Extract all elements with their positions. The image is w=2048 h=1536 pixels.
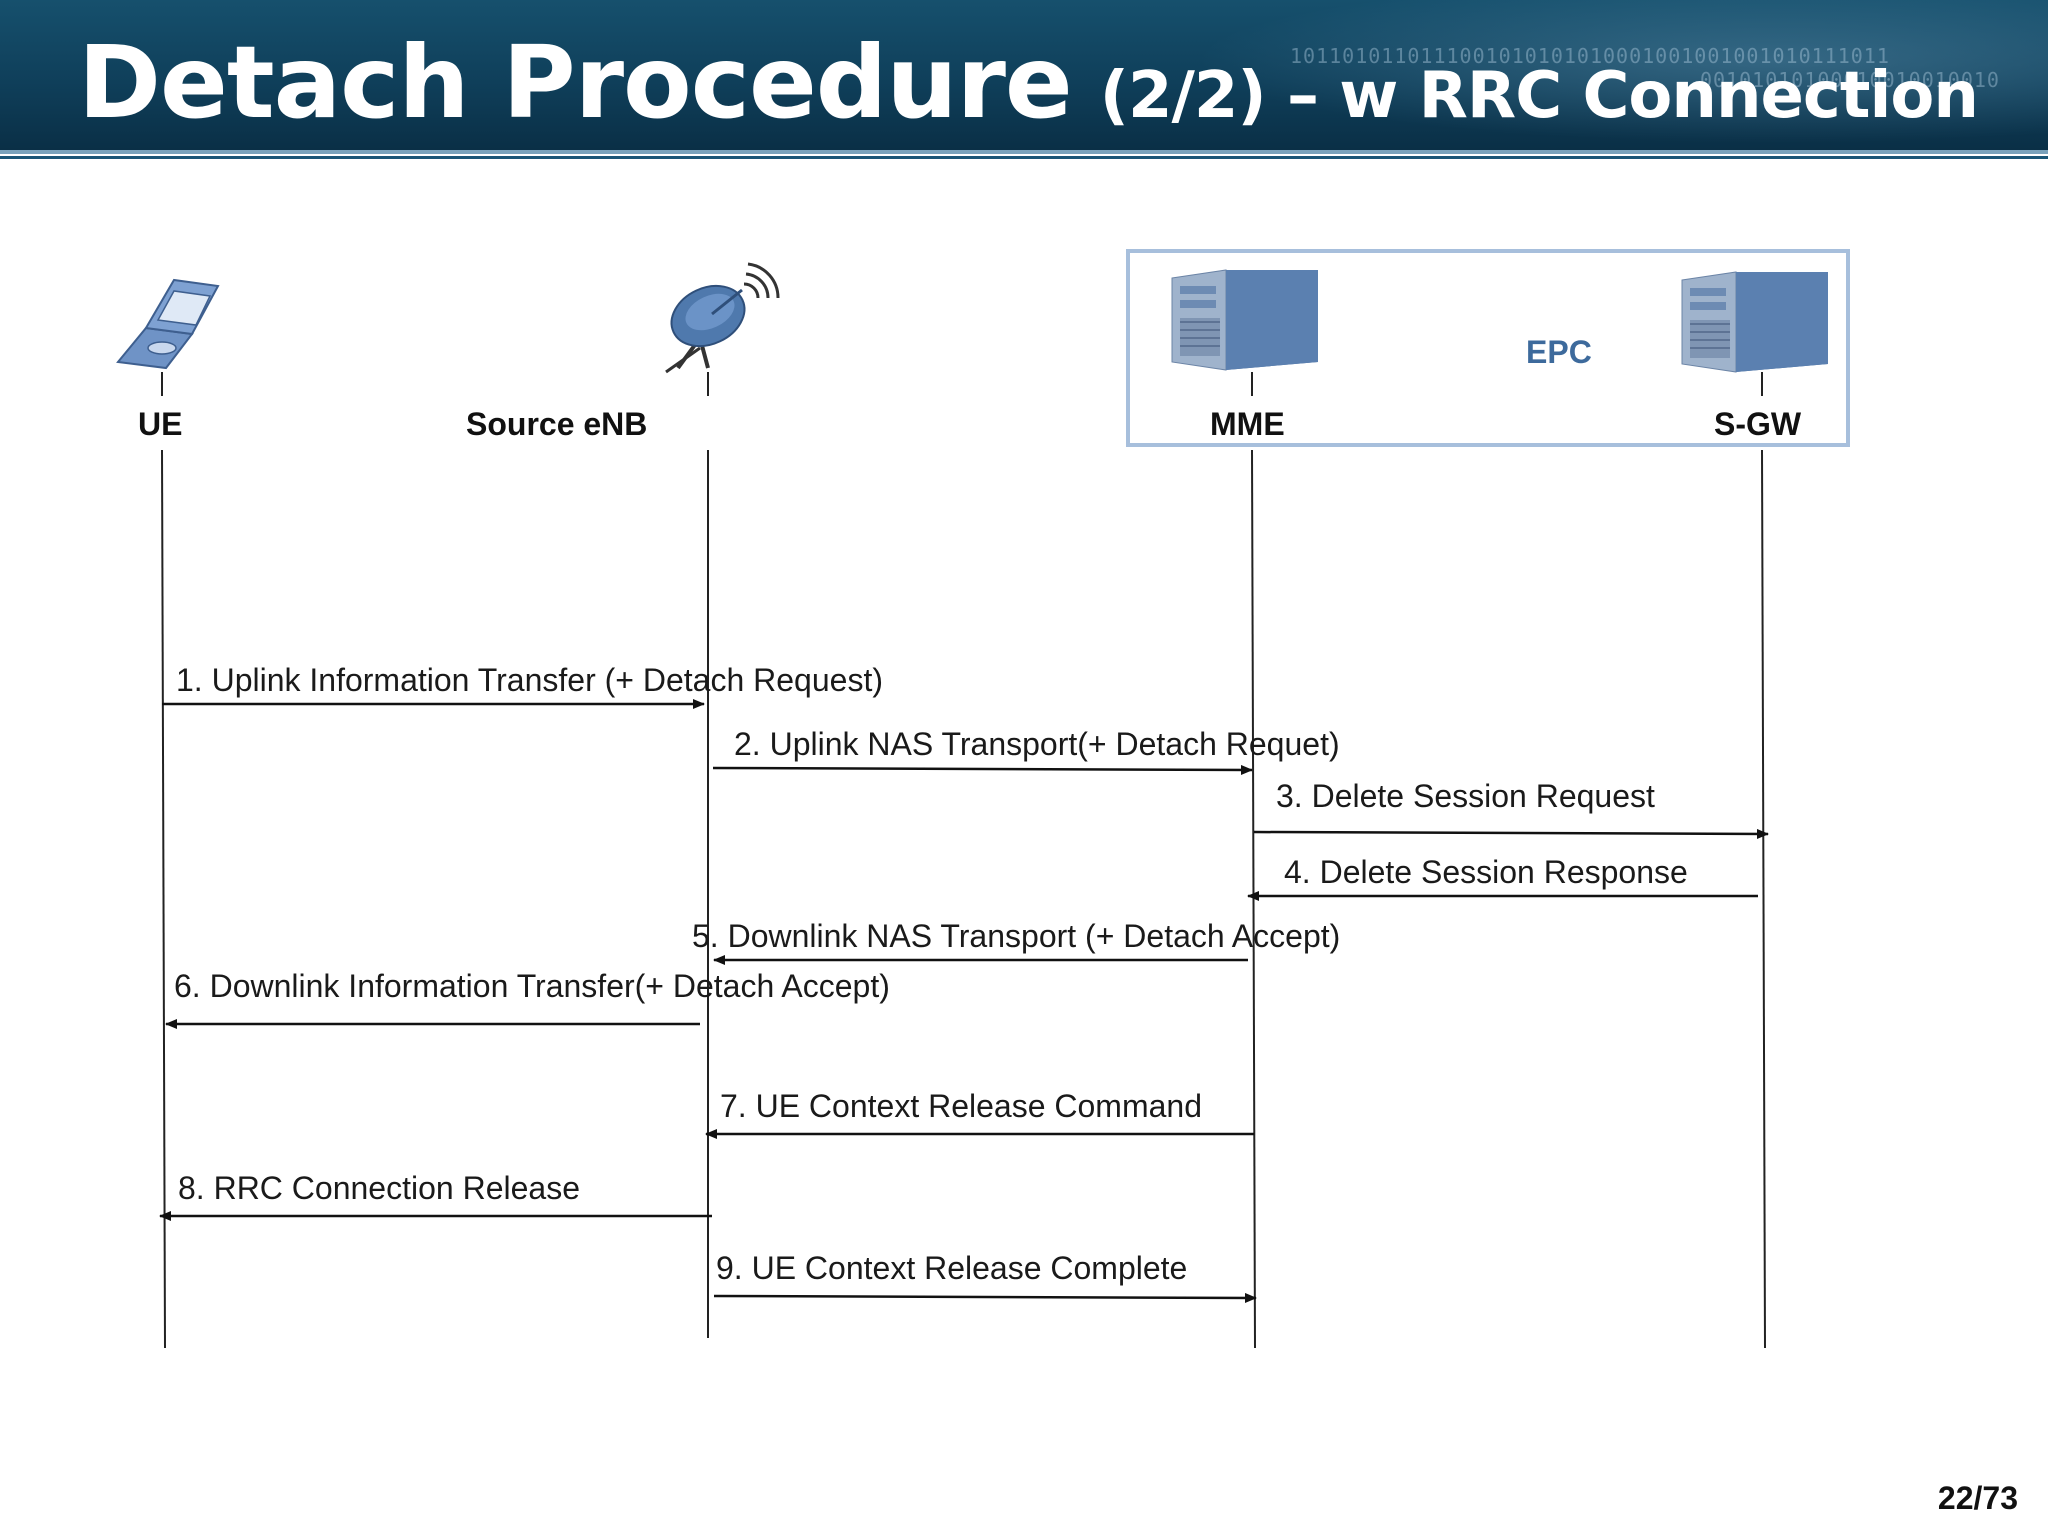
- entity-label-ue: UE: [138, 406, 183, 442]
- page-title: Detach Procedure (2/2) – w RRC Connection: [78, 24, 1979, 141]
- epc-group-box: [1126, 249, 1850, 447]
- binary-decoration: 00101010100010010010010: [1700, 68, 2000, 92]
- title-main: Detach Procedure: [78, 24, 1073, 141]
- lifeline-mme: [1251, 449, 1256, 1349]
- lifeline-ue: [161, 449, 166, 1349]
- binary-decoration: 1011010110111001010101010001001001001010…: [1290, 44, 1890, 68]
- world-map-background: [1148, 0, 2048, 150]
- mobile-phone-icon: [116, 278, 220, 370]
- message-label-9: 9. UE Context Release Complete: [716, 1250, 1188, 1286]
- message-label-8: 8. RRC Connection Release: [178, 1170, 580, 1206]
- message-label-2: 2. Uplink NAS Transport(+ Detach Requet): [734, 726, 1340, 762]
- lifeline-sgw: [1761, 449, 1766, 1349]
- entity-label-source-enb: Source eNB: [466, 406, 648, 442]
- entity-label-sgw: S-GW: [1714, 406, 1802, 442]
- title-subtitle: (2/2) – w RRC Connection: [1099, 59, 1979, 133]
- message-label-1: 1. Uplink Information Transfer (+ Detach…: [176, 662, 883, 698]
- message-label-6: 6. Downlink Information Transfer(+ Detac…: [174, 968, 890, 1004]
- message-label-4: 4. Delete Session Response: [1284, 854, 1688, 890]
- header-divider: [0, 150, 2048, 154]
- message-label-3: 3. Delete Session Request: [1276, 778, 1655, 814]
- slide-header: 1011010110111001010101010001001001001010…: [0, 0, 2048, 150]
- satellite-dish-icon: [665, 262, 780, 374]
- header-divider: [0, 156, 2048, 159]
- message-label-5: 5. Downlink NAS Transport (+ Detach Acce…: [692, 918, 1341, 954]
- message-label-7: 7. UE Context Release Command: [720, 1088, 1202, 1124]
- message-arrow-3: [1253, 828, 1769, 839]
- message-arrow-2: [712, 764, 1253, 775]
- entity-label-mme: MME: [1210, 406, 1285, 442]
- epc-label: EPC: [1526, 334, 1592, 370]
- server-icon: [1171, 269, 1318, 371]
- server-icon: [1681, 271, 1828, 373]
- page-number: 22/73: [1937, 1480, 2018, 1516]
- message-arrow-9: [713, 1292, 1257, 1303]
